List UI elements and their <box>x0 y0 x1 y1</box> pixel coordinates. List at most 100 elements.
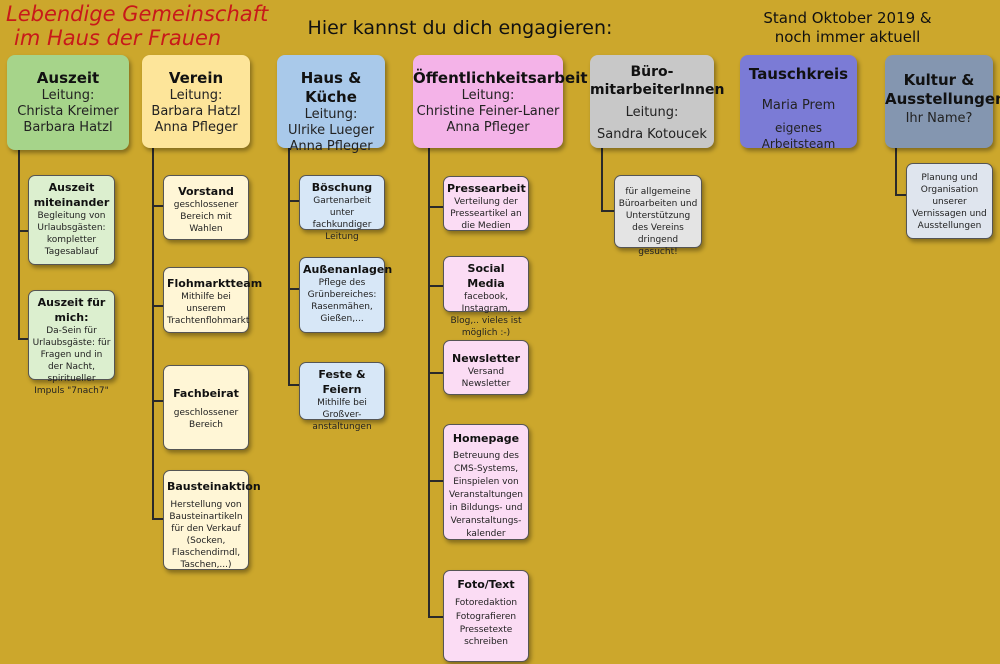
connector-auszeit <box>18 150 20 340</box>
connector-verein-3 <box>152 400 164 402</box>
column-kultur-line: Ihr Name? <box>905 111 973 126</box>
card-aussenanlagen: Außenanlagen Pflege des Grünbereiches: R… <box>299 257 393 333</box>
connector-auszeit-2 <box>18 338 30 340</box>
connector-haus-1 <box>288 200 300 202</box>
card-auszeit-fuer-mich: Auszeit für mich: Da-Sein für Urlaubsgäs… <box>28 290 115 396</box>
column-buero-line: Sandra Kotoucek <box>597 127 707 142</box>
card-title: Außenanlagen <box>303 263 393 276</box>
connector-haus <box>288 148 290 386</box>
title-line-2: im Haus der Frauen <box>14 26 222 50</box>
card-title: Vorstand <box>178 185 234 198</box>
main-heading: Hier kannst du dich engagieren: <box>307 17 613 39</box>
connector-oeff-2 <box>428 285 444 287</box>
connector-verein-2 <box>152 305 164 307</box>
column-buero-line: Leitung: <box>625 105 679 120</box>
connector-oeff-4 <box>428 480 444 482</box>
card-title: Flohmarktteam <box>167 277 263 290</box>
column-kultur-title: Kultur &Ausstellungen <box>885 71 1000 108</box>
card-auszeit-miteinander: Auszeit miteinander Begleitung von Urlau… <box>28 175 115 265</box>
card-homepage: Homepage Betreuung des CMS-Systems, Eins… <box>443 424 529 540</box>
card-text: Betreuung des CMS-Systems, Einspielen vo… <box>448 451 524 539</box>
column-buero-title: Büro-mitarbeiterInnen <box>590 64 725 98</box>
card-title: Foto/Text <box>457 578 515 591</box>
column-haus-line: Leitung: <box>304 107 358 122</box>
card-text: Gartenarbeit unter fachkundiger Leitung <box>312 196 372 242</box>
card-kultur-planung: Planung und Organisation unserer Verniss… <box>906 163 993 239</box>
connector-oeff-3 <box>428 372 444 374</box>
column-haus: Haus & Küche Leitung: Ulrike Lueger Anna… <box>277 55 385 154</box>
card-text: geschlossener Bereich mit Wahlen <box>173 200 239 234</box>
column-oeff-line: Christine Feiner-Laner <box>416 104 560 119</box>
card-title: Auszeit miteinander <box>33 181 110 209</box>
connector-oeff-5 <box>428 616 444 618</box>
column-kultur: Kultur &Ausstellungen Ihr Name? <box>885 55 1000 148</box>
column-auszeit-title: Auszeit <box>36 69 100 87</box>
column-verein-line: Leitung: <box>169 88 223 103</box>
connector-oeff <box>428 148 430 618</box>
card-title: Feste & Feiern <box>318 368 366 396</box>
card-text: geschlossener Bereich <box>173 408 239 430</box>
column-oeff-title: Öffentlichkeitsarbeit <box>413 69 588 87</box>
card-text: Fotografieren <box>455 612 517 622</box>
card-text: Begleitung von Urlaubsgästen: kompletter… <box>37 211 106 257</box>
card-title: Newsletter <box>451 352 520 365</box>
column-oeff-line: Leitung: <box>461 88 515 103</box>
status-line-2: noch immer aktuell <box>774 28 921 46</box>
card-text: Mithilfe bei unserem Trachtenflohmarkt <box>167 292 250 326</box>
column-tauschkreis: Tauschkreis Maria Prem eigenes Arbeitste… <box>740 55 857 151</box>
title-line-1: Lebendige Gemeinschaft <box>6 2 269 26</box>
card-title: Social Media <box>467 262 505 290</box>
card-text: facebook, Instagram, Blog,.. vieles ist … <box>450 292 522 338</box>
column-buero: Büro-mitarbeiterInnen Leitung: Sandra Ko… <box>590 55 725 148</box>
column-auszeit-line: Christa Kreimer <box>17 104 119 119</box>
connector-verein-4 <box>152 518 164 520</box>
column-verein-line: Anna Pfleger <box>154 120 238 135</box>
card-title: Auszeit für mich: <box>37 296 106 324</box>
page-title: Lebendige Gemeinschaft im Haus der Fraue… <box>6 2 306 50</box>
card-vorstand: Vorstand geschlossener Bereich mit Wahle… <box>163 175 249 240</box>
card-title: Homepage <box>452 432 520 445</box>
card-social-media: Social Media facebook, Instagram, Blog,.… <box>443 256 529 338</box>
card-text: Pressetexte schreiben <box>459 625 513 647</box>
column-auszeit-line: Leitung: <box>41 88 95 103</box>
connector-buero-1 <box>601 210 615 212</box>
card-fachbeirat: Fachbeirat geschlossener Bereich <box>163 365 249 450</box>
connector-haus-3 <box>288 384 300 386</box>
connector-buero <box>601 148 603 212</box>
card-text: Mithilfe bei Großver-anstaltungen <box>312 398 372 432</box>
connector-oeff-1 <box>428 206 444 208</box>
card-text: Pflege des Grünbereiches: Rasenmähen, Gi… <box>307 278 377 324</box>
card-text: Herstellung von Bausteinartikeln für den… <box>169 500 243 570</box>
connector-kultur <box>895 148 897 196</box>
card-buero-gesucht: für allgemeine Büroarbeiten und Unterstü… <box>614 175 702 257</box>
card-text: Versand Newsletter <box>461 367 511 389</box>
column-verein-line: Barbara Hatzl <box>151 104 241 119</box>
card-flohmarktteam: Flohmarktteam Mithilfe bei unserem Trach… <box>163 267 263 333</box>
column-haus-title: Haus & Küche <box>300 69 362 106</box>
column-haus-line: Ulrike Lueger <box>287 123 375 138</box>
card-feste-feiern: Feste & Feiern Mithilfe bei Großver-anst… <box>299 362 385 432</box>
column-verein-title: Verein <box>168 69 224 87</box>
column-haus-line: Anna Pfleger <box>289 139 373 154</box>
column-oeffentlichkeitsarbeit: Öffentlichkeitsarbeit Leitung: Christine… <box>413 55 588 148</box>
column-auszeit-line: Barbara Hatzl <box>23 120 113 135</box>
card-newsletter: Newsletter Versand Newsletter <box>443 340 529 395</box>
status-note: Stand Oktober 2019 & noch immer aktuell <box>740 9 955 47</box>
card-title: Pressearbeit <box>447 182 526 195</box>
card-boeschung: Böschung Gartenarbeit unter fachkundiger… <box>299 175 385 242</box>
card-text: für allgemeine Büroarbeiten und Unterstü… <box>618 187 698 257</box>
connector-verein <box>152 148 154 520</box>
card-text: Planung und Organisation unserer Verniss… <box>912 173 987 231</box>
card-title: Böschung <box>311 181 373 194</box>
card-title: Bausteinaktion <box>167 480 261 493</box>
connector-verein-1 <box>152 205 164 207</box>
card-title: Fachbeirat <box>173 387 239 400</box>
column-tausch-title: Tauschkreis <box>748 65 849 83</box>
column-tausch-line: Maria Prem <box>761 98 836 113</box>
card-pressearbeit: Pressearbeit Verteilung der Presseartike… <box>443 176 529 231</box>
card-text: Da-Sein für Urlaubsgäste: für Fragen und… <box>32 326 111 396</box>
connector-kultur-1 <box>895 194 907 196</box>
card-bausteinaktion: Bausteinaktion Herstellung von Bausteina… <box>163 470 261 570</box>
status-line-1: Stand Oktober 2019 & <box>763 9 932 27</box>
card-text: Verteilung der Presseartikel an die Medi… <box>450 197 522 231</box>
